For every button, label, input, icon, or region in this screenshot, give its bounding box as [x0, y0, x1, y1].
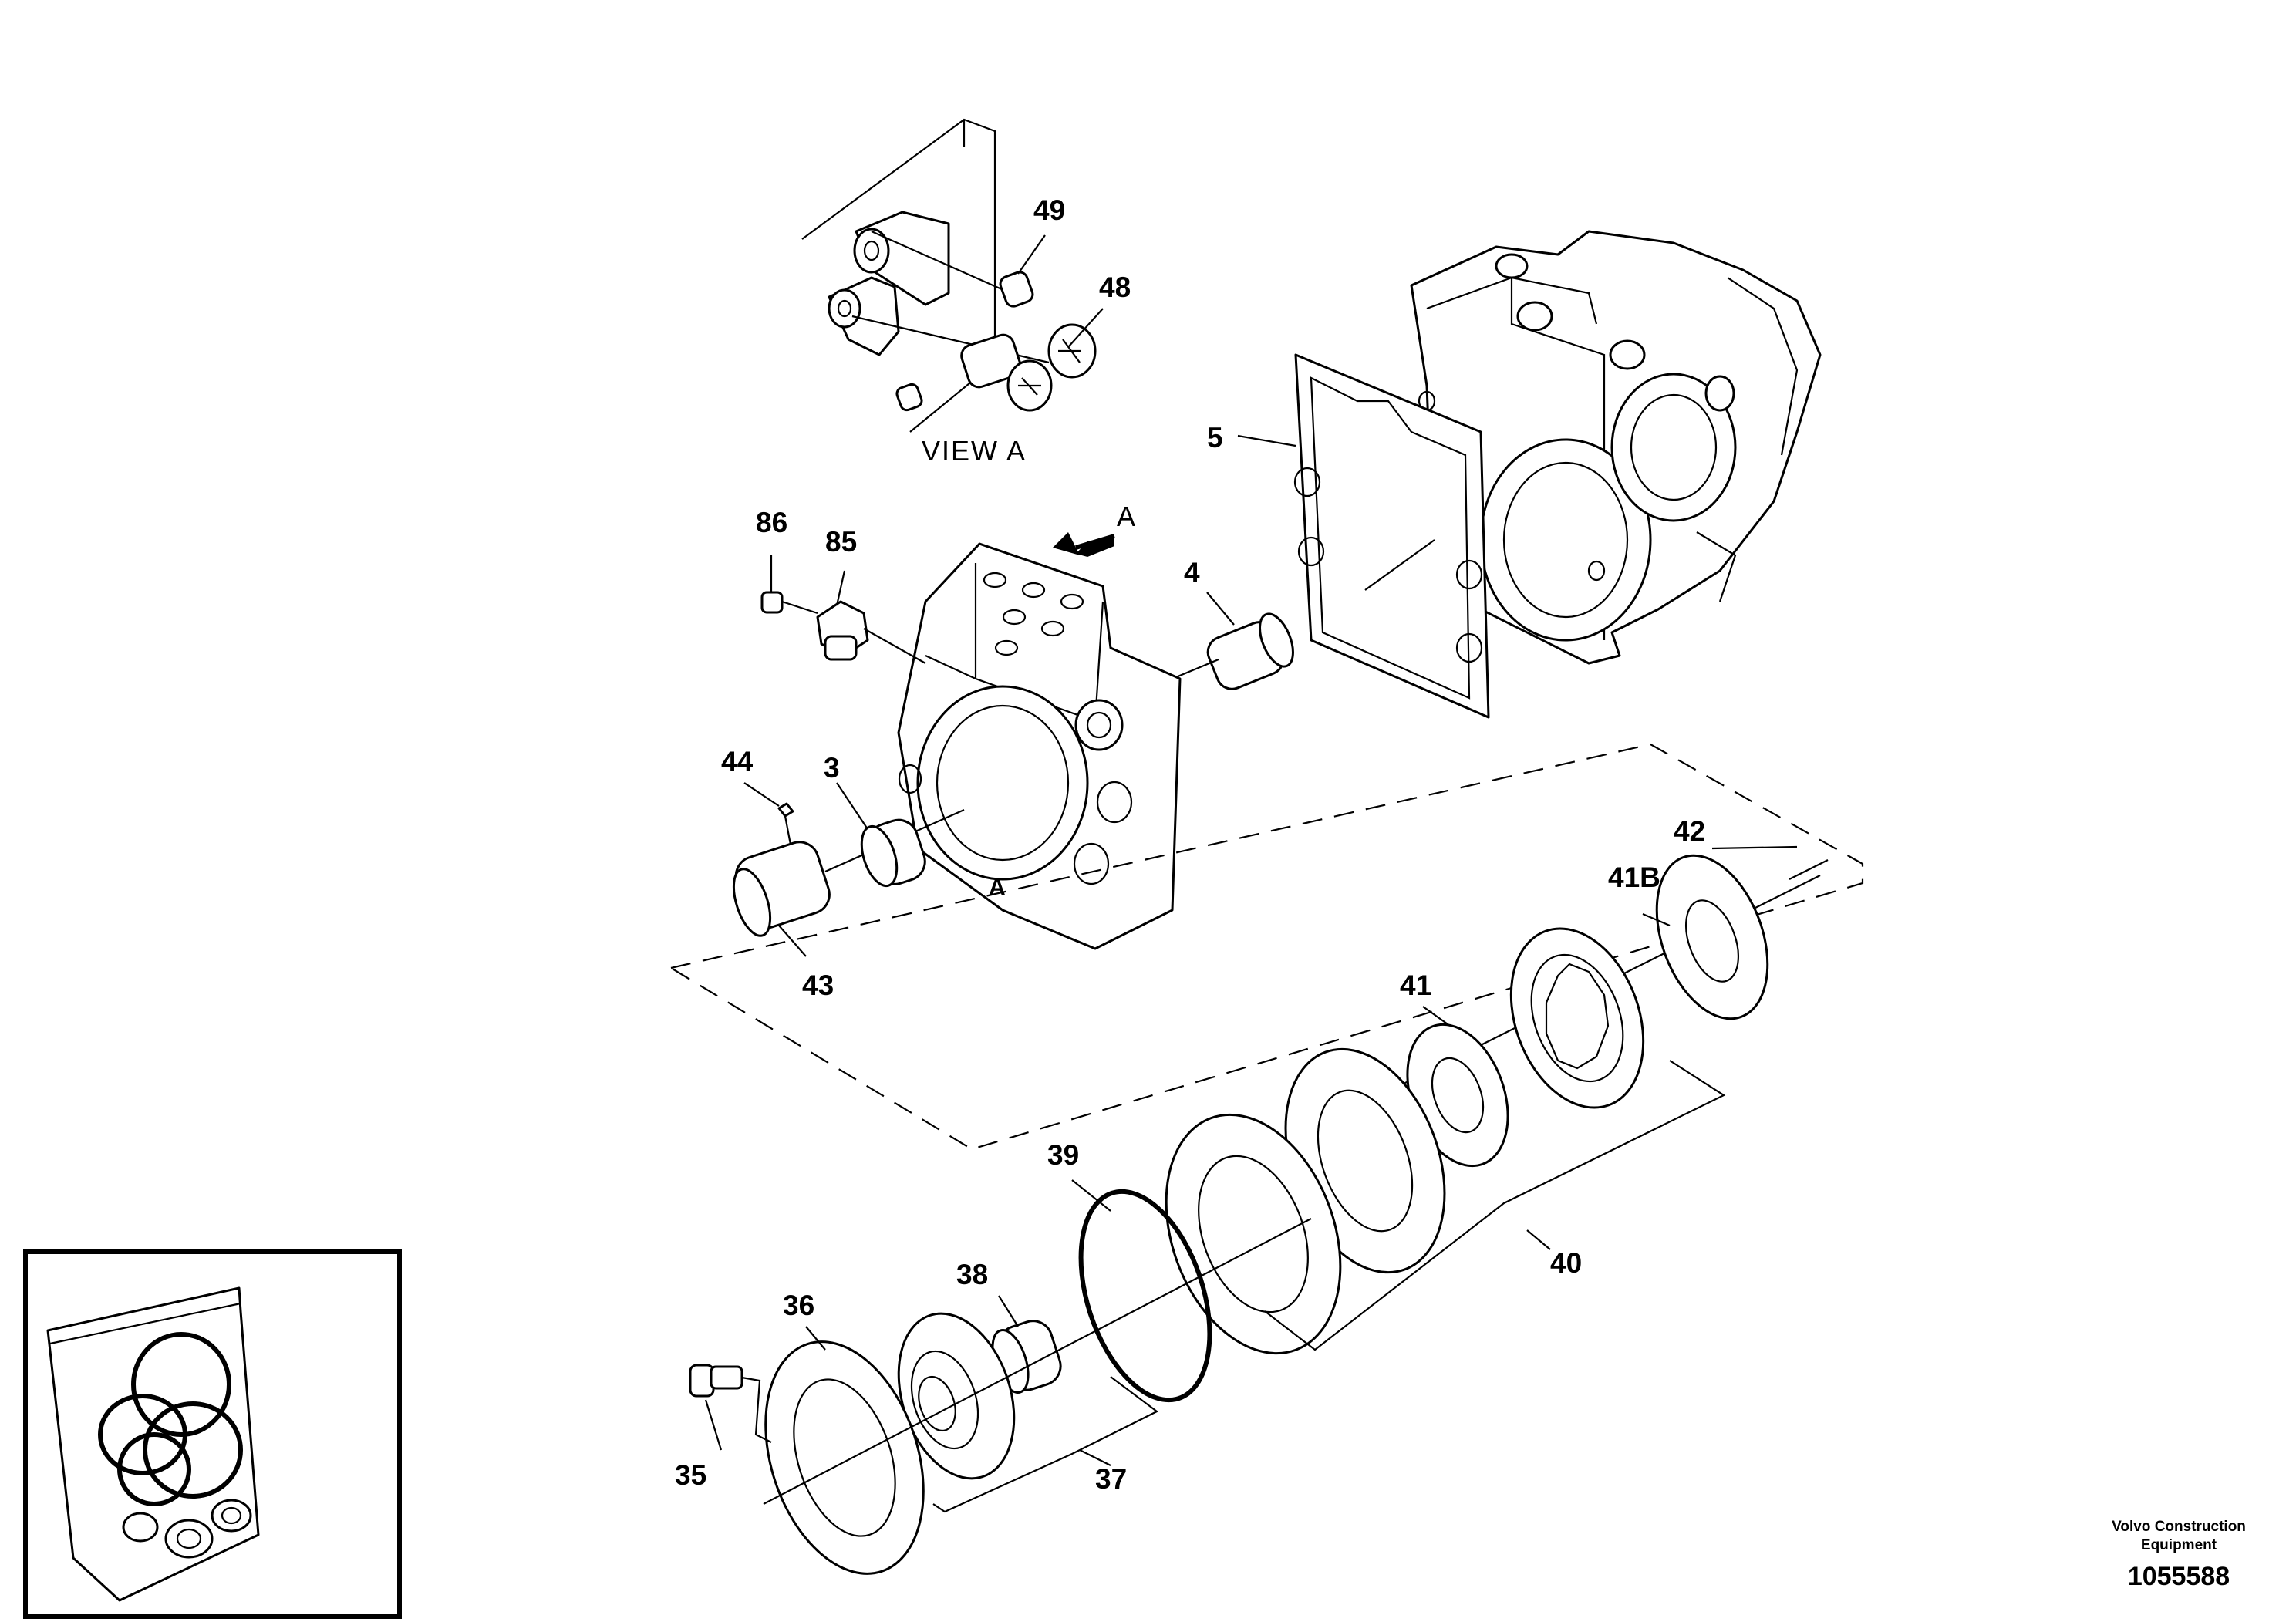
shaft-axis-line [763, 1218, 1312, 1505]
gasket [1293, 353, 1490, 719]
cap-screw [689, 1364, 772, 1443]
fitting [816, 600, 926, 664]
brand-line-2: Equipment [2141, 1537, 2217, 1553]
pin [777, 802, 794, 845]
callout-85: 85 [825, 526, 857, 558]
seal-housing [897, 1312, 1016, 1480]
callout-44: 44 [721, 746, 754, 777]
view-a-detail [801, 118, 1097, 433]
document-number: 1055588 [2128, 1562, 2230, 1591]
pump-housing [1410, 230, 1822, 665]
callout-38: 38 [956, 1259, 988, 1290]
rotor-group [1165, 854, 1829, 1355]
callout-35: 35 [675, 1459, 706, 1491]
callout-3: 3 [824, 752, 840, 784]
valve-body [897, 542, 1182, 950]
seal-kit-inset [23, 1249, 402, 1619]
plug [760, 591, 818, 615]
callout-41b: 41B [1608, 862, 1660, 893]
end-cover [764, 1340, 925, 1575]
view-a-label: VIEW A [922, 435, 1027, 467]
ring [860, 818, 926, 888]
arrow-label: A [1117, 501, 1137, 532]
o-ring [1078, 1189, 1212, 1403]
callout-37: 37 [1095, 1463, 1127, 1495]
callout-42: 42 [1674, 815, 1705, 847]
callout-48: 48 [1099, 271, 1131, 303]
housing-mark: A [989, 875, 1006, 900]
callout-86: 86 [756, 507, 787, 538]
brand-line-1: Volvo Construction [2112, 1519, 2246, 1535]
callout-40: 40 [1550, 1247, 1582, 1279]
callout-41: 41 [1400, 969, 1431, 1001]
callout-49: 49 [1033, 194, 1065, 226]
bracket-37 [932, 1376, 1159, 1513]
callout-5: 5 [1207, 422, 1223, 454]
leader-lines [282, 234, 1798, 1451]
callout-4: 4 [1184, 557, 1200, 588]
view-direction-arrow [1053, 532, 1115, 557]
callout-36: 36 [783, 1290, 814, 1321]
callout-43: 43 [802, 969, 834, 1001]
bracket-40 [1264, 1060, 1726, 1351]
bushing [1172, 612, 1294, 690]
callout-39: 39 [1047, 1139, 1079, 1171]
